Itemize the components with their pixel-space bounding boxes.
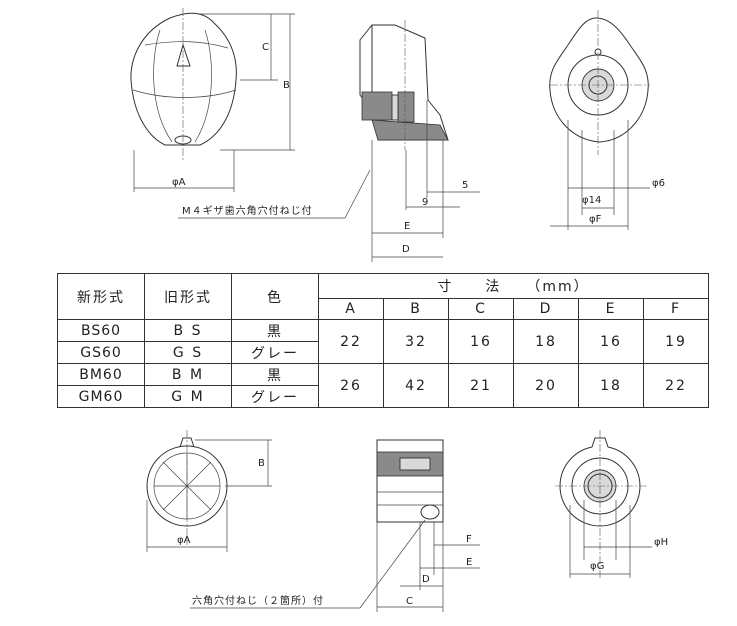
top-label-phi-f: φF	[589, 214, 602, 225]
cell-dim-a: 26	[318, 363, 384, 408]
table-row: BM60 B M 黒 26 42 21 20 18 22	[57, 363, 709, 408]
table-row: GM60 G M グレー	[57, 385, 709, 408]
cell-dim-b: 32	[383, 319, 449, 364]
cell-dim-d: 20	[513, 363, 579, 408]
cell-dim-e: 18	[578, 363, 644, 408]
cell-old-type: B M	[144, 363, 232, 386]
bottom-label-b: B	[258, 458, 265, 469]
cell-old-type: G S	[144, 341, 232, 364]
bottom-side-note: 六角穴付ねじ（２箇所）付	[192, 594, 324, 607]
table-row: GS60 G S グレー	[57, 341, 709, 364]
bottom-label-phi-h: φH	[654, 537, 668, 548]
table-row: BS60 B S 黒 22 32 16 18 16 19	[57, 319, 709, 364]
bottom-label-e: E	[466, 557, 472, 568]
top-label-phi14: φ14	[582, 195, 601, 206]
cell-dim-e: 16	[578, 319, 644, 364]
header-col-e: E	[578, 298, 644, 320]
cell-new-type: BS60	[57, 319, 145, 342]
bottom-front-view: B φA	[146, 430, 272, 552]
top-label-9: 9	[422, 197, 428, 208]
top-label-c: C	[262, 42, 269, 53]
top-front-view: C B φA	[130, 8, 295, 192]
top-side-note: M４ギザ歯六角穴付ねじ付	[182, 204, 313, 217]
cell-dim-c: 16	[448, 319, 514, 364]
top-label-phi6: φ6	[652, 178, 665, 189]
top-label-e: E	[404, 221, 410, 232]
cell-dim-d: 18	[513, 319, 579, 364]
cell-old-type: B S	[144, 319, 232, 342]
header-dimensions: 寸 法 （mm）	[318, 273, 709, 299]
header-col-f: F	[643, 298, 709, 320]
cell-color: 黒	[231, 319, 319, 342]
bottom-label-phi-a: φA	[177, 535, 191, 546]
bottom-label-d: D	[422, 574, 430, 585]
cell-dim-b: 42	[383, 363, 449, 408]
cell-dim-f: 19	[643, 319, 709, 364]
bottom-label-c: C	[406, 596, 413, 607]
top-rear-view: φ6 φ14 φF	[549, 10, 665, 230]
bottom-label-phi-g: φG	[590, 561, 604, 572]
spec-table: 新形式 旧形式 色 寸 法 （mm） A B C D E F BS60 B S …	[57, 273, 709, 408]
cell-dim-c: 21	[448, 363, 514, 408]
bottom-side-view: F E D C 六角穴付ねじ（２箇所）付	[190, 439, 480, 612]
cell-color: グレー	[231, 385, 319, 408]
cell-new-type: GS60	[57, 341, 145, 364]
top-side-view: 5 9 E D M４ギザ歯六角穴付ねじ付	[178, 20, 480, 262]
cell-color: 黒	[231, 363, 319, 386]
cell-new-type: GM60	[57, 385, 145, 408]
bottom-label-f: F	[466, 534, 472, 545]
cell-dim-f: 22	[643, 363, 709, 408]
top-label-b: B	[283, 80, 290, 91]
header-new-type: 新形式	[57, 273, 145, 320]
top-label-phi-a: φA	[172, 177, 186, 188]
top-label-5: 5	[462, 180, 468, 191]
cell-color: グレー	[231, 341, 319, 364]
header-col-b: B	[383, 298, 449, 320]
header-color: 色	[231, 273, 319, 320]
header-col-d: D	[513, 298, 579, 320]
top-label-d: D	[402, 244, 410, 255]
header-old-type: 旧形式	[144, 273, 232, 320]
bottom-rear-view: φH φG	[555, 430, 668, 580]
cell-old-type: G M	[144, 385, 232, 408]
header-col-a: A	[318, 298, 384, 320]
cell-new-type: BM60	[57, 363, 145, 386]
header-col-c: C	[448, 298, 514, 320]
cell-dim-a: 22	[318, 319, 384, 364]
